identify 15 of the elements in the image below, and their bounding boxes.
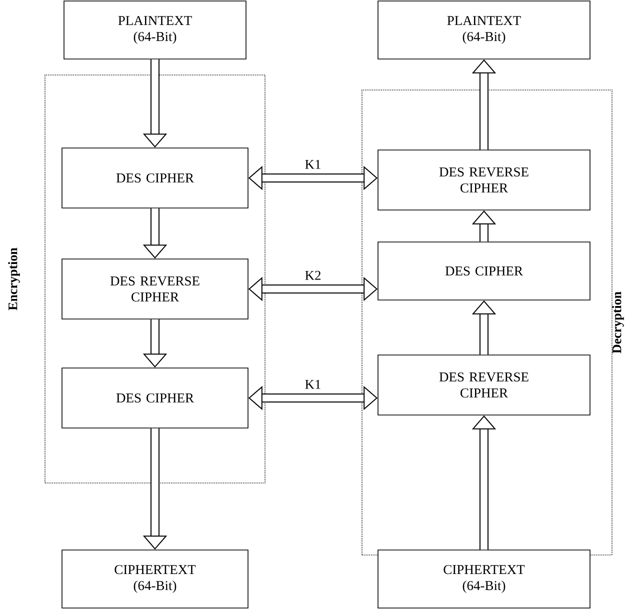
process-box: DES CIPHER [378,242,590,300]
process-box: PLAINTEXT (64-Bit) [64,0,246,60]
process-box: DES REVERSE CIPHER [378,150,590,210]
process-box: DES REVERSE CIPHER [62,258,248,320]
vertical-label: Decryption [612,292,624,354]
vertical-label: Encryption [8,248,20,310]
process-box: DES CIPHER [62,368,248,428]
edge-label: K2 [305,270,320,280]
process-box: CIPHERTEXT (64-Bit) [62,550,248,608]
process-box: DES REVERSE CIPHER [378,354,590,416]
process-box: CIPHERTEXT (64-Bit) [378,550,590,608]
edge-label: K1 [305,160,320,169]
process-box: DES CIPHER [62,148,248,208]
process-box: PLAINTEXT (64-Bit) [378,0,590,60]
edge-label: K1 [305,380,320,389]
